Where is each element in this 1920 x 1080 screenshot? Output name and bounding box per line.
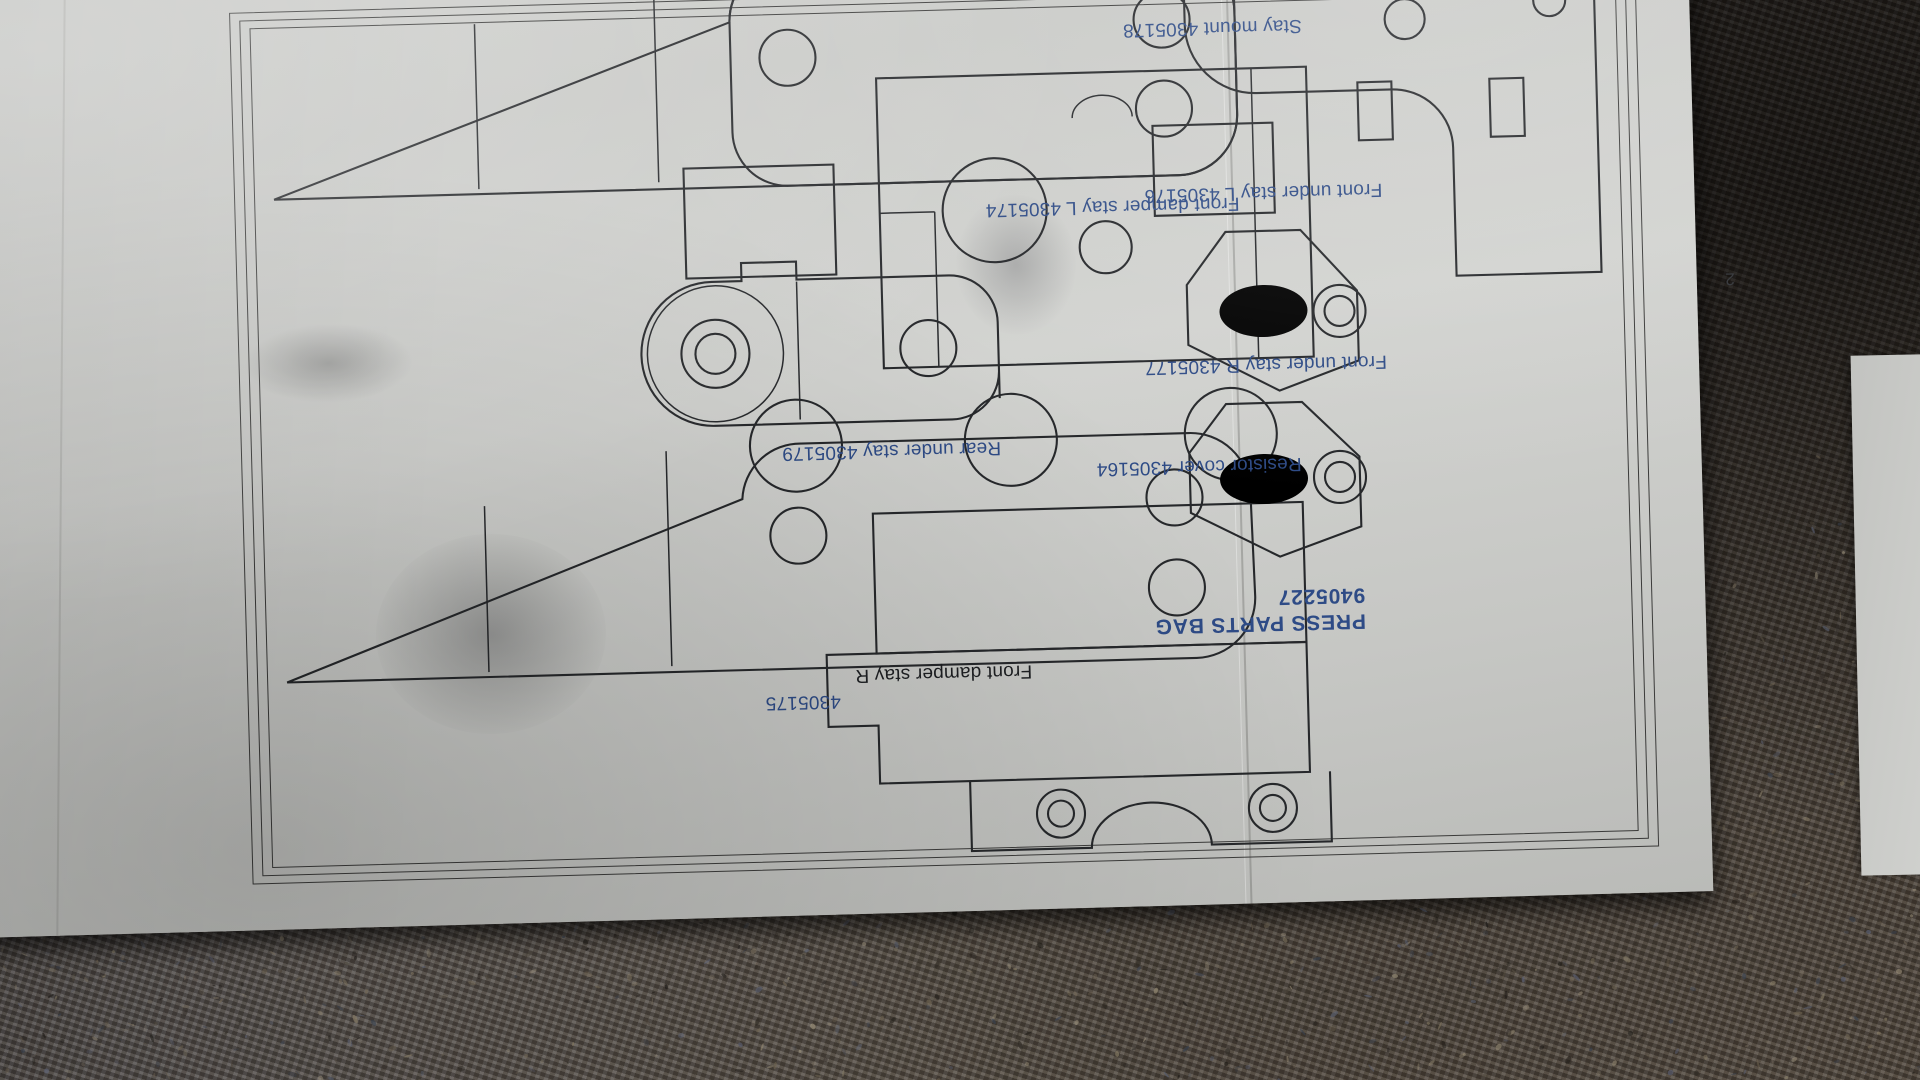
edge-mark-number: 2: [1725, 268, 1735, 288]
press-parts-bag-number: 9405227: [1278, 582, 1366, 608]
adjacent-sheet-edge: [1851, 354, 1920, 875]
parts-sheet-paper: Front damper stay L 4305174 Rear under s…: [0, 0, 1713, 939]
part-outline-large-plate: [1181, 0, 1601, 283]
parts-outline-drawings: [0, 0, 1713, 939]
label-front-damper-stay-r-number: 4305175: [765, 690, 841, 714]
part-outline-rear-under-stay: [639, 256, 1000, 428]
part-outline-front-under-stay-r: [1188, 400, 1368, 559]
part-outline-front-damper-stay-l: [268, 0, 1239, 200]
printed-content-upside-down: Front damper stay L 4305174 Rear under s…: [0, 0, 1713, 939]
